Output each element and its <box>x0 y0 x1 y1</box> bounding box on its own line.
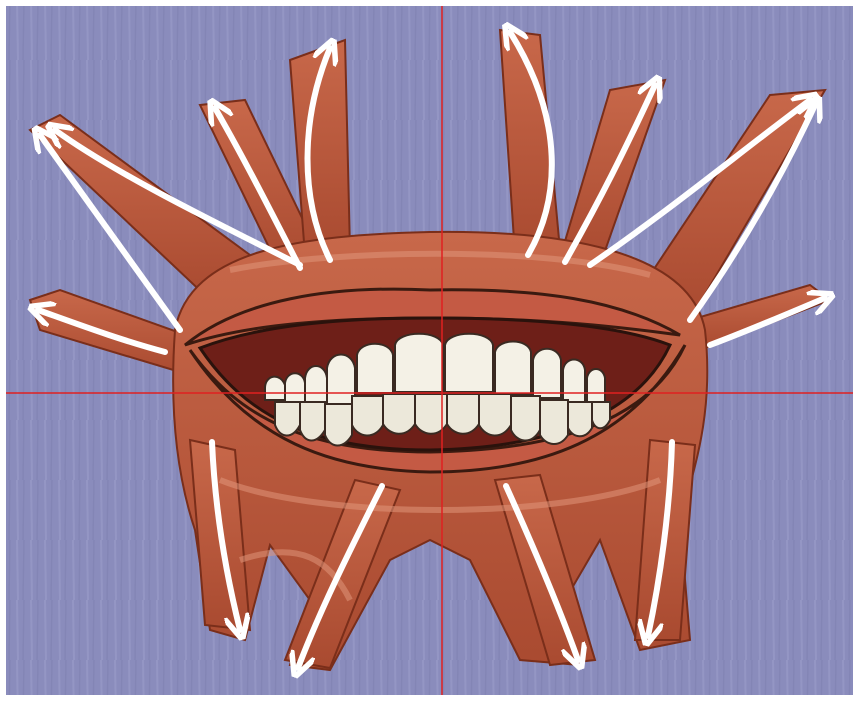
tooth <box>568 402 592 436</box>
tooth <box>325 404 352 446</box>
tooth <box>447 394 479 434</box>
tooth <box>352 396 383 436</box>
tooth <box>479 394 511 436</box>
tooth <box>540 400 568 444</box>
tooth <box>305 366 327 404</box>
tooth <box>300 402 325 441</box>
tooth <box>587 369 605 402</box>
tooth <box>327 355 355 406</box>
tooth <box>357 344 393 393</box>
tooth <box>445 334 493 392</box>
tooth <box>533 349 561 398</box>
tooth <box>592 402 610 428</box>
tooth <box>495 342 531 395</box>
tooth <box>383 394 415 434</box>
tooth <box>563 360 585 403</box>
tooth <box>285 373 305 402</box>
tooth <box>275 402 300 436</box>
tooth <box>511 396 540 441</box>
tooth <box>395 334 443 392</box>
tooth <box>265 377 285 400</box>
